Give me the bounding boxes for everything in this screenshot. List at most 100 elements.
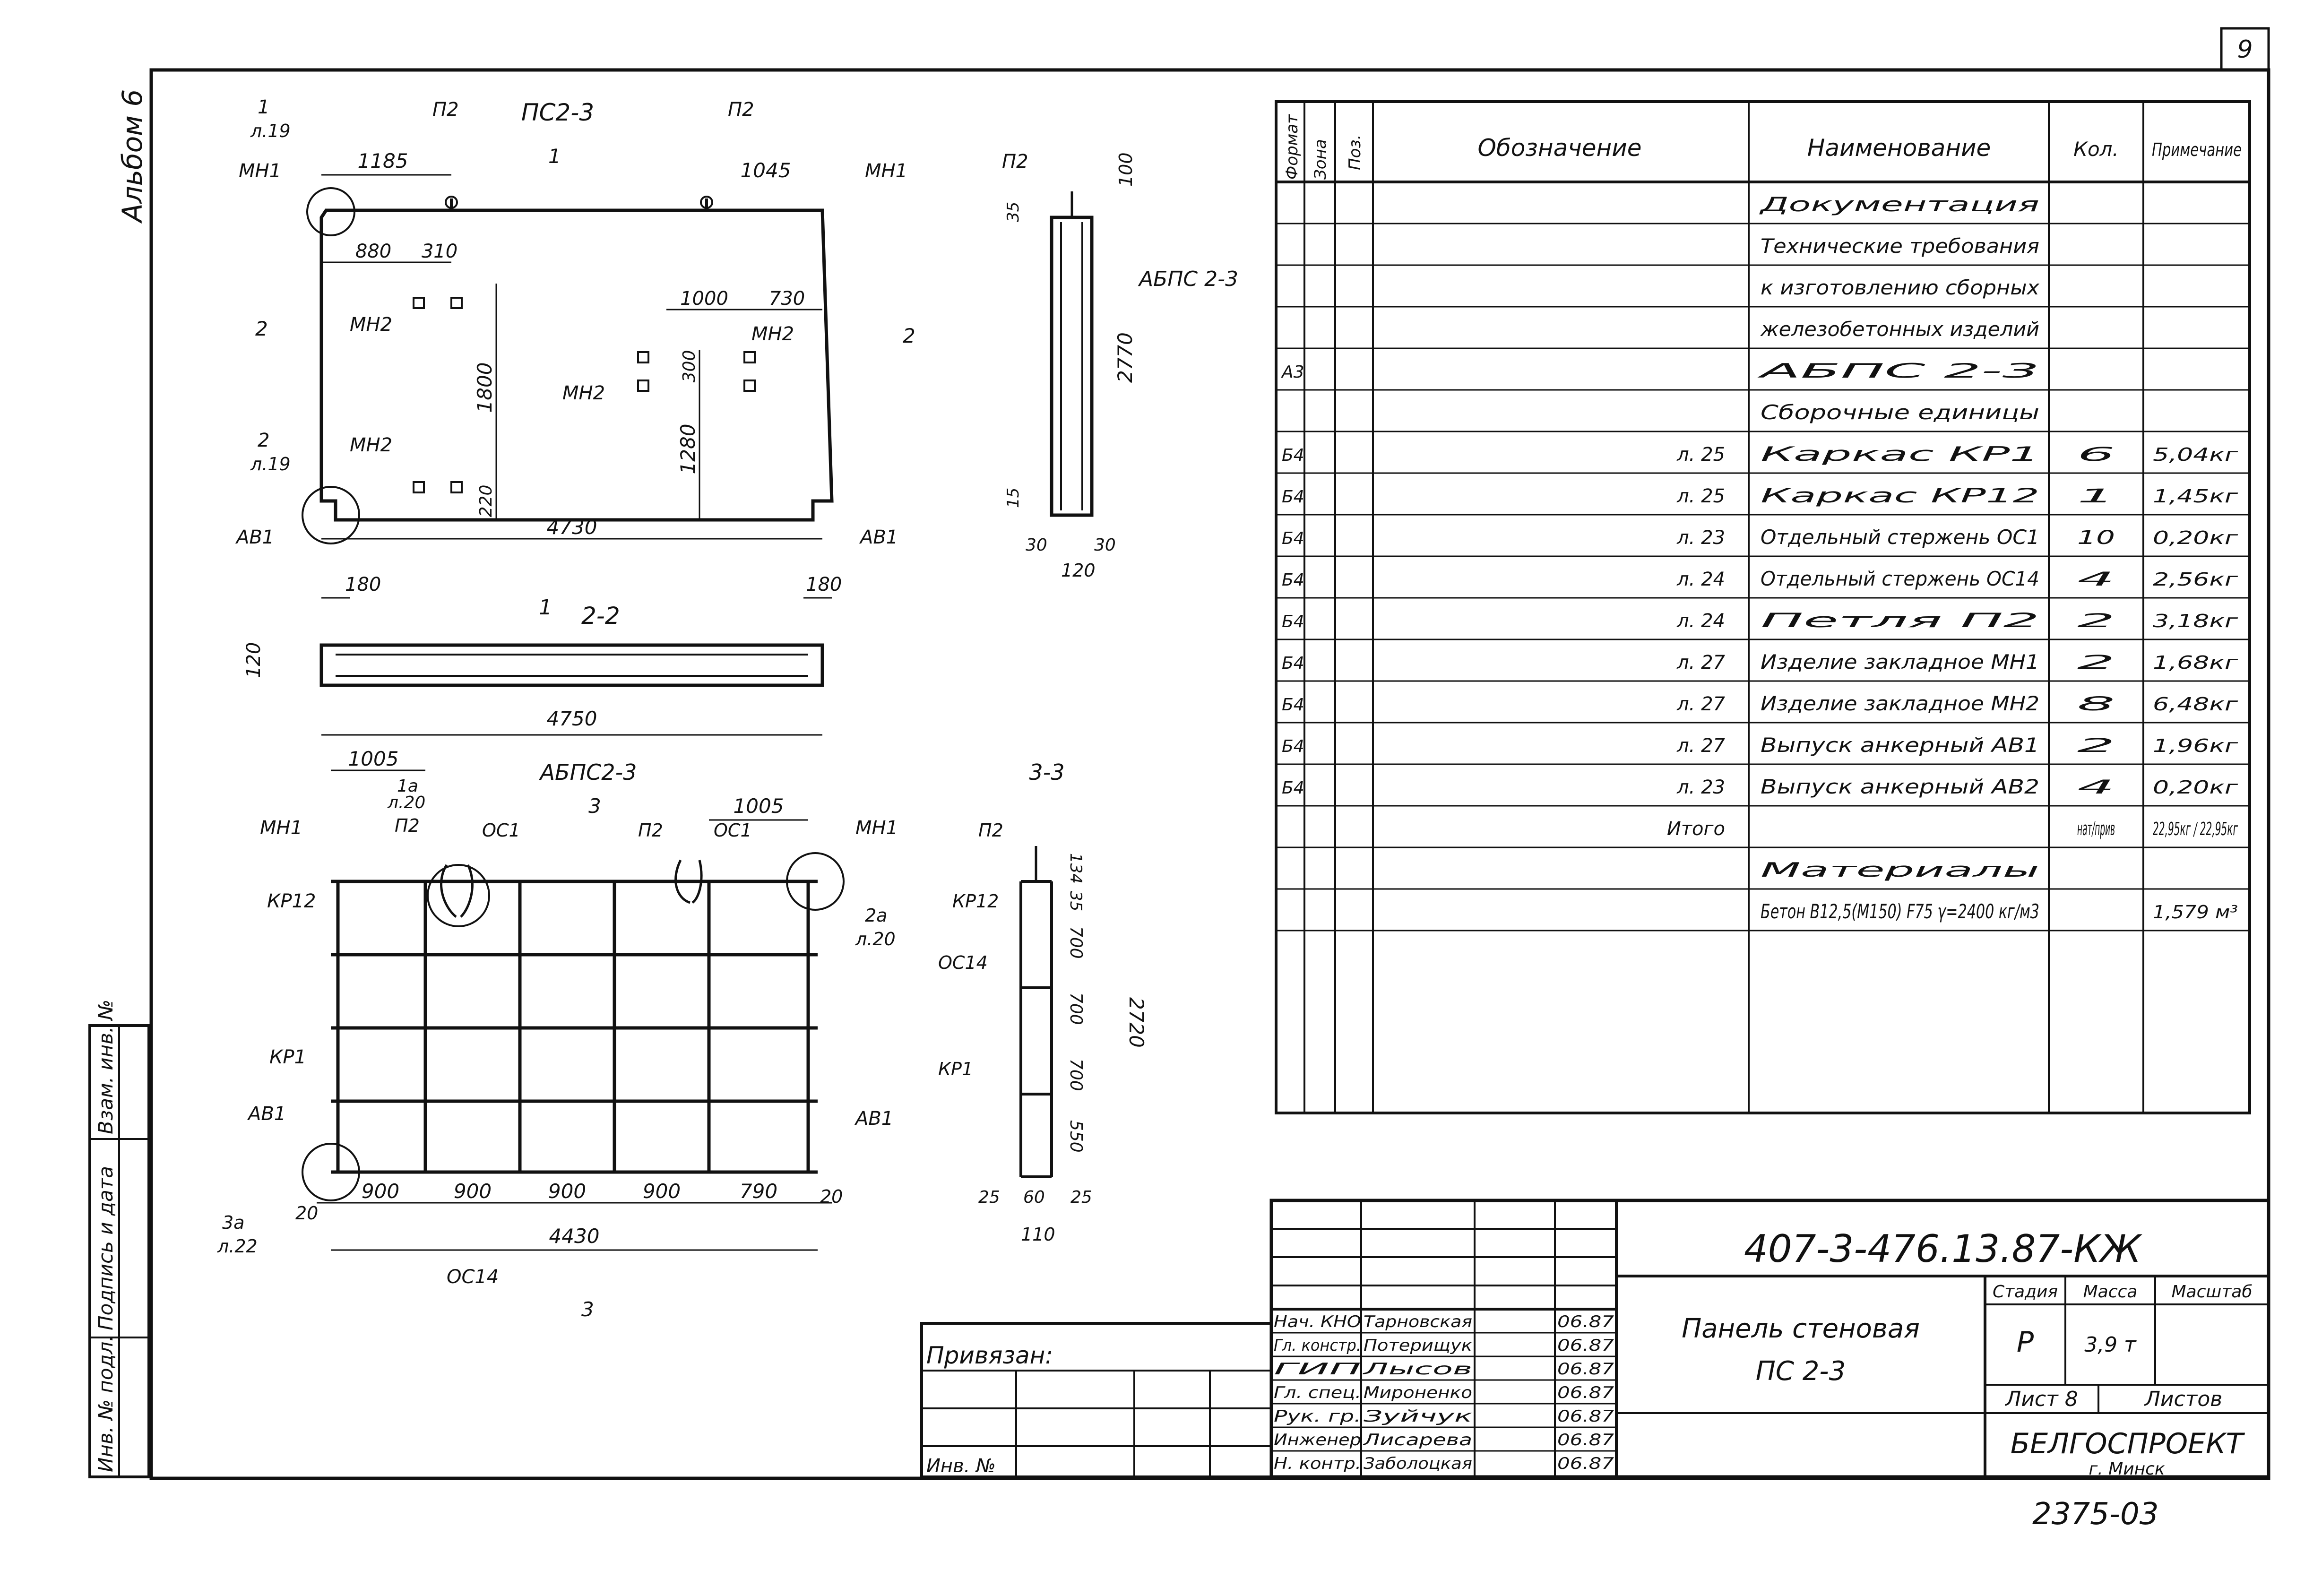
dim-550: 550 <box>1066 1120 1086 1153</box>
panel-title: Панель стеновая <box>1682 1313 1920 1344</box>
spec-cell-designation: л. 25 <box>1676 444 1725 466</box>
dim-180-left: 180 <box>345 574 381 595</box>
spec-cell-name: Выпуск анкерный АВ1 <box>1761 733 2039 757</box>
dim-900-a: 900 <box>362 1180 399 1203</box>
cage-os14: ОС14 <box>447 1266 499 1288</box>
signature-date: 06.87 <box>1557 1431 1614 1449</box>
dim-1280: 1280 <box>676 424 699 474</box>
panel-mark: ПС 2-3 <box>1756 1356 1846 1387</box>
spec-cell-format: Б4 <box>1282 654 1304 673</box>
spec-cell-note: 3,18кг <box>2153 611 2238 631</box>
callout-mn2-a: МН2 <box>350 314 392 336</box>
signature-date: 06.87 <box>1557 1312 1614 1331</box>
spec-header-pos: Поз. <box>1346 135 1364 170</box>
dim-790: 790 <box>740 1180 777 1203</box>
spec-cell-qty: 1 <box>2077 485 2115 507</box>
album-label: Альбом 6 <box>116 89 148 224</box>
dim-1045: 1045 <box>741 159 791 182</box>
spec-cell-name: АБПС 2-3 <box>1756 359 2039 382</box>
dim-4750: 4750 <box>547 707 597 730</box>
dim-30-left: 30 <box>1026 535 1047 555</box>
cage-os1-left: ОС1 <box>482 820 520 841</box>
spec-header-format: Формат <box>1283 114 1302 180</box>
scale-label: Масштаб <box>2171 1282 2252 1302</box>
cage-ref1a-sheet: л.20 <box>387 793 425 812</box>
callout-mn2-c: МН2 <box>751 323 794 345</box>
spec-cell-format: Б4 <box>1282 778 1304 798</box>
spec-header-note: Примечание <box>2152 139 2242 160</box>
signature-role: Рук. гр. <box>1274 1407 1361 1426</box>
view2-dimension-lines <box>317 769 832 1251</box>
view1-title: ПС2-3 <box>521 99 594 126</box>
dim-110: 110 <box>1021 1224 1055 1245</box>
signature-date: 06.87 <box>1557 1454 1614 1473</box>
spec-cell-note: 6,48кг <box>2153 694 2238 715</box>
cage-av1-right: АВ1 <box>854 1108 893 1130</box>
dim-700-a: 700 <box>1066 926 1086 959</box>
drawing-code: 407-3-476.13.87-КЖ <box>1744 1227 2142 1271</box>
signature-name: Зуйчук <box>1364 1407 1473 1426</box>
cage-mn1-left: МН1 <box>260 817 302 839</box>
inv-label: Инв. № <box>926 1455 996 1477</box>
spec-cell-format: Б4 <box>1282 570 1304 590</box>
spec-cell-designation: л. 24 <box>1676 569 1725 590</box>
spec-cell-designation: л. 27 <box>1676 652 1725 673</box>
section-1-mark: 1 <box>539 595 552 620</box>
dim-4430: 4430 <box>549 1225 600 1248</box>
signature-role: Инженер <box>1274 1431 1361 1449</box>
spec-cell-qty: 4 <box>2077 776 2115 798</box>
callout-p2-left: П2 <box>432 99 459 121</box>
cage-ref2a-sheet: л.20 <box>855 929 896 949</box>
section-3-3: 3-3 П2 КР12 ОС14 КР1 134 35 700 700 700 … <box>938 759 1148 1245</box>
dim-35-sec3: 35 <box>1066 891 1085 911</box>
sec3-kr1: КР1 <box>938 1059 973 1079</box>
dim-2720: 2720 <box>1125 997 1148 1048</box>
spec-cell-name: железобетонных изделий <box>1760 318 2039 341</box>
cage-p2-left: П2 <box>395 815 420 836</box>
side-stamp-sign-date: Подпись и дата <box>94 1166 117 1330</box>
dim-900-c: 900 <box>548 1180 586 1203</box>
signature-name: Лысов <box>1362 1360 1472 1379</box>
spec-cell-format: А3 <box>1281 362 1304 382</box>
dim-1185: 1185 <box>358 149 408 173</box>
spec-cell-name: Сборочные единицы <box>1761 401 2039 424</box>
spec-cell-qty: 2 <box>2077 652 2115 673</box>
view1-dimensions <box>321 174 822 540</box>
spec-cell-qty: 2 <box>2077 610 2115 632</box>
dim-180-right: 180 <box>806 574 842 595</box>
signature-name: Мироненко <box>1364 1383 1472 1402</box>
dim-310: 310 <box>422 241 457 262</box>
spec-header-name: Наименование <box>1807 134 1991 162</box>
sheet-number: 9 <box>2237 35 2253 64</box>
mass-value: 3,9 т <box>2084 1333 2137 1357</box>
signature-name: Тарновская <box>1364 1312 1472 1331</box>
spec-cell-note: 1,68кг <box>2153 652 2238 673</box>
spec-cell-format: Б4 <box>1282 612 1304 631</box>
cage-ref2a: 2а <box>865 905 887 926</box>
callout-mn1-left: МН1 <box>239 160 281 182</box>
spec-cell-format: Б4 <box>1282 695 1304 715</box>
callout-av1-left: АВ1 <box>235 526 274 548</box>
signature-role: Н. контр. <box>1274 1454 1361 1473</box>
spec-cell-note: 1,45кг <box>2153 486 2238 507</box>
signature-name: Лисарева <box>1362 1431 1472 1449</box>
dim-300: 300 <box>680 350 699 383</box>
spec-cell-name: Изделие закладное МН2 <box>1761 692 2039 715</box>
spec-cell-name: Материалы <box>1761 858 2039 881</box>
side-cage: АБПС 2-3 П2 35 100 2770 15 30 30 120 <box>1002 151 1238 581</box>
sheets-label: Листов <box>2144 1387 2222 1411</box>
cage-kr12: КР12 <box>267 890 316 912</box>
spec-cell-format: Б4 <box>1282 529 1304 548</box>
view2-title: АБПС2-3 <box>539 759 637 785</box>
sec3-os14: ОС14 <box>938 952 988 973</box>
archive-number: 2375-03 <box>2032 1497 2158 1532</box>
dim-25-left: 25 <box>978 1188 1000 1207</box>
dim-1000: 1000 <box>680 288 728 310</box>
spec-cell-qty: 2 <box>2077 735 2115 757</box>
spec-cell-note: 5,04кг <box>2153 444 2238 465</box>
spec-cell-format: Б4 <box>1282 737 1304 756</box>
cut-2-mark-left: 2 <box>255 317 268 340</box>
spec-cell-qty: 10 <box>2077 527 2115 549</box>
section-2-2: 2-2 1 180 180 120 4750 <box>243 574 842 736</box>
